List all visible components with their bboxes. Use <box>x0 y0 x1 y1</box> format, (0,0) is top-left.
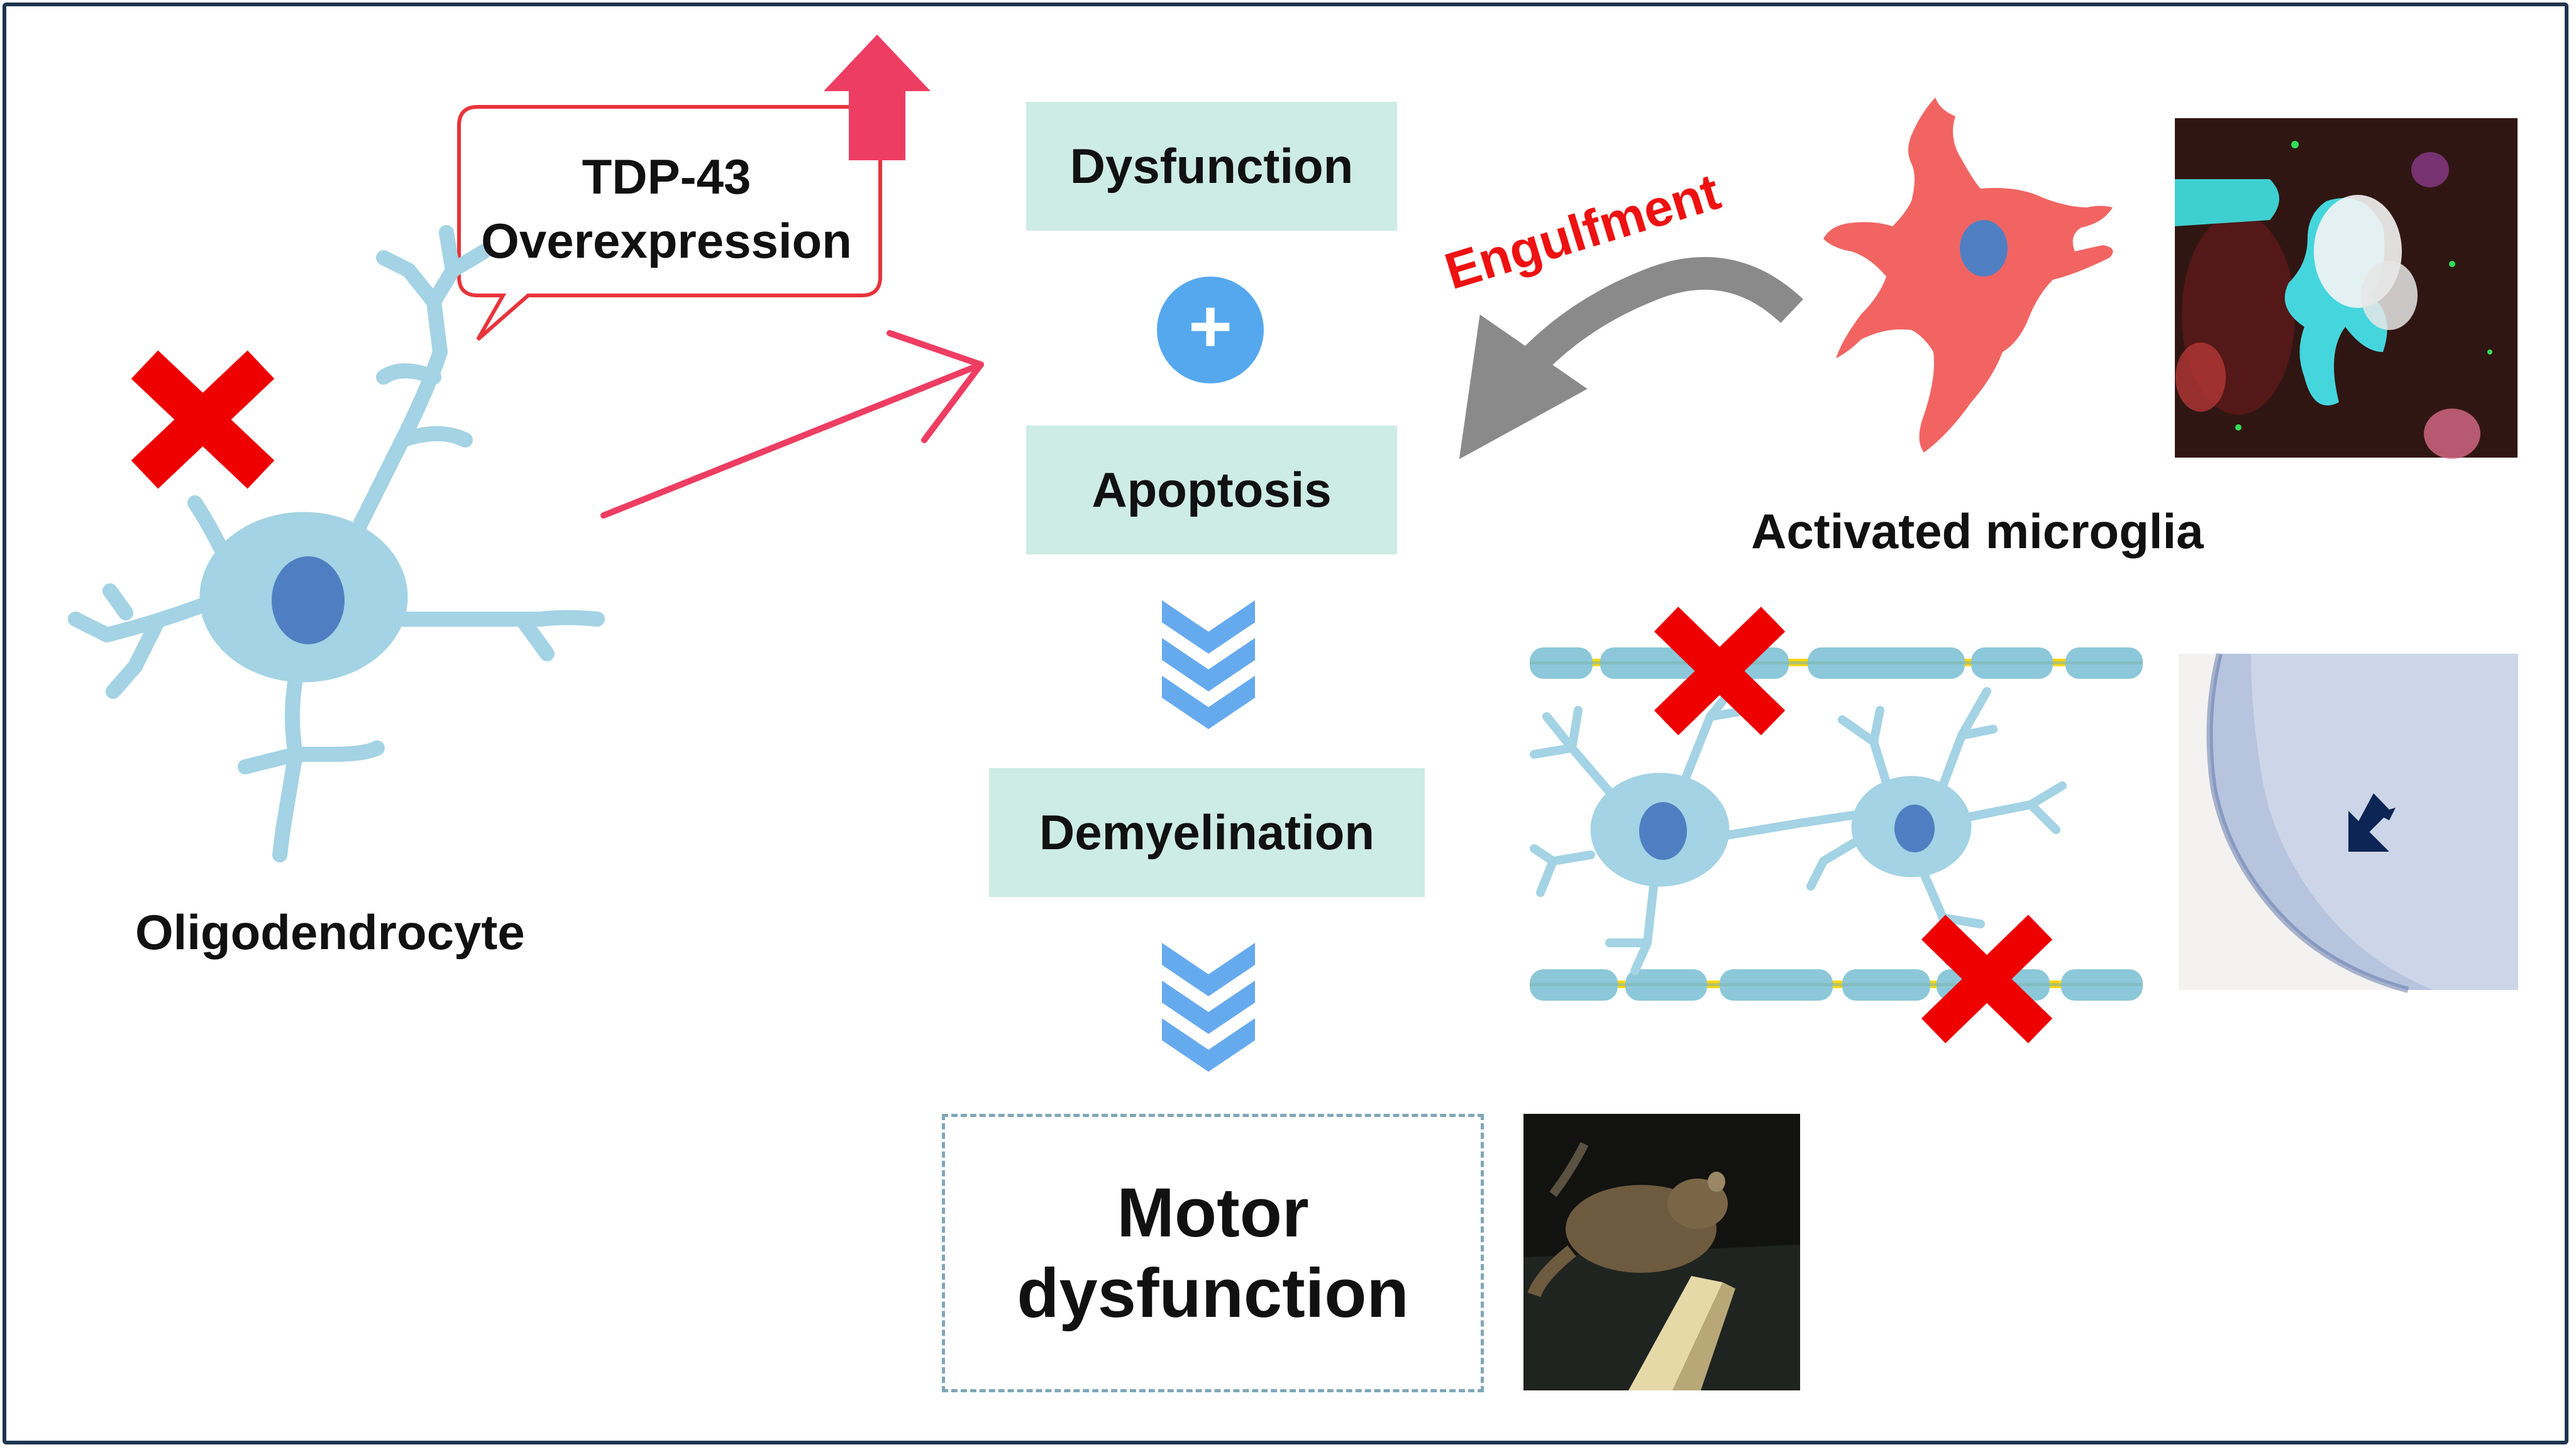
chevron-down-icon <box>1162 943 1255 1072</box>
oligodendrocyte-small-icon <box>1530 681 1866 976</box>
activated-microglia-label: Activated microglia <box>1751 503 2204 559</box>
myelin-sheath-bottom <box>1530 969 2143 1001</box>
oligodendrocyte-icon <box>68 225 605 862</box>
pink-arrow-icon <box>600 330 984 519</box>
chevron-down-icon <box>1162 600 1255 729</box>
apoptosis-box: Apoptosis <box>1026 426 1397 554</box>
mouse-video-image <box>1523 1114 1800 1390</box>
callout-line-1: TDP-43 <box>582 149 751 204</box>
callout-text: TDP-43 Overexpression <box>453 145 880 273</box>
microglia-icon <box>1823 97 2113 453</box>
figure-frame <box>3 3 2568 1444</box>
oligodendrocyte-small-icon <box>1806 687 2067 966</box>
spinal-section-image <box>2179 652 2518 993</box>
motor-line-1: Motor <box>1117 1174 1309 1251</box>
dysfunction-box: Dysfunction <box>1026 102 1397 231</box>
oligodendrocyte-label: Oligodendrocyte <box>135 905 525 960</box>
cross-icon <box>131 350 275 489</box>
myelin-sheath-top <box>1530 647 2143 679</box>
motor-line-2: dysfunction <box>1017 1254 1409 1332</box>
plus-symbol: + <box>1188 284 1232 368</box>
demyelination-box: Demyelination <box>989 768 1425 897</box>
cross-icon <box>1921 915 2053 1043</box>
motor-dysfunction-box: Motor dysfunction <box>942 1114 1484 1392</box>
microscopy-image <box>2175 118 2518 459</box>
up-arrow-icon <box>824 35 931 160</box>
plus-icon <box>1157 277 1264 383</box>
cross-icon <box>1654 607 1786 735</box>
callout-line-2: Overexpression <box>481 213 852 268</box>
engulfment-arrow-icon <box>1459 256 1803 459</box>
